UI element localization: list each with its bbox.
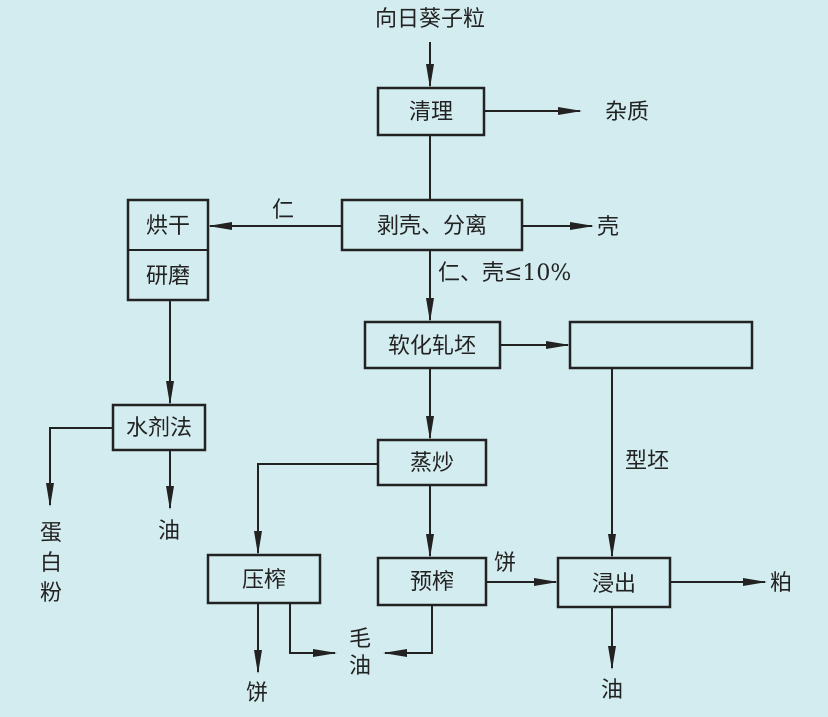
node-box-pressing: [206, 553, 322, 605]
node-extraction: 浸出: [592, 572, 636, 597]
output-protein-3: 粉: [40, 581, 62, 606]
arrow-prepress-to-crude-oil: [383, 605, 433, 657]
node-softening: 软化轧坯: [388, 334, 476, 359]
output-oil-aqueous: 油: [158, 519, 180, 544]
node-box-prepress: [376, 556, 488, 607]
output-cake-press: 饼: [246, 681, 268, 706]
label-shaped-billet: 型坯: [625, 449, 669, 474]
node-pressing: 压榨: [242, 568, 286, 593]
node-dehulling: 剥壳、分离: [377, 214, 487, 239]
node-box-cooking: [376, 438, 488, 487]
node-cooking: 蒸炒: [410, 451, 454, 476]
output-hull: 壳: [597, 215, 619, 240]
output-meal: 粕: [770, 571, 792, 596]
input-label: 向日葵子粒: [375, 7, 485, 32]
node-box-aqueous: [111, 403, 207, 452]
arrow-pressing-to-crude-oil: [289, 603, 337, 657]
label-cake-prepress: 饼: [494, 551, 516, 576]
node-cleaning: 清理: [409, 100, 453, 125]
output-crude-oil-1: 毛: [349, 627, 371, 652]
label-kernel-hull: 仁、壳≤10%: [438, 261, 571, 286]
node-box-dehulling: [340, 198, 524, 252]
node-prepress: 预榨: [410, 570, 454, 595]
connectors: [46, 42, 767, 674]
node-box-extraction: [556, 556, 672, 609]
node-box-dryshape: [568, 320, 754, 370]
node-box-cleaning: [376, 86, 486, 137]
arrow-aqueous-to-protein: [46, 427, 113, 507]
label-kernel: 仁: [272, 198, 294, 223]
node-aqueous: 水剂法: [126, 416, 192, 441]
output-oil-extraction: 油: [601, 678, 623, 703]
output-protein-1: 蛋: [40, 521, 62, 546]
output-impurities: 杂质: [605, 100, 649, 125]
node-box-softening: [363, 320, 502, 370]
node-drying: 烘干: [146, 214, 190, 239]
node-grinding: 研磨: [146, 264, 190, 289]
output-crude-oil-2: 油: [349, 654, 371, 679]
arrow-cooking-to-pressing: [254, 463, 378, 555]
output-protein-2: 白: [40, 551, 62, 576]
